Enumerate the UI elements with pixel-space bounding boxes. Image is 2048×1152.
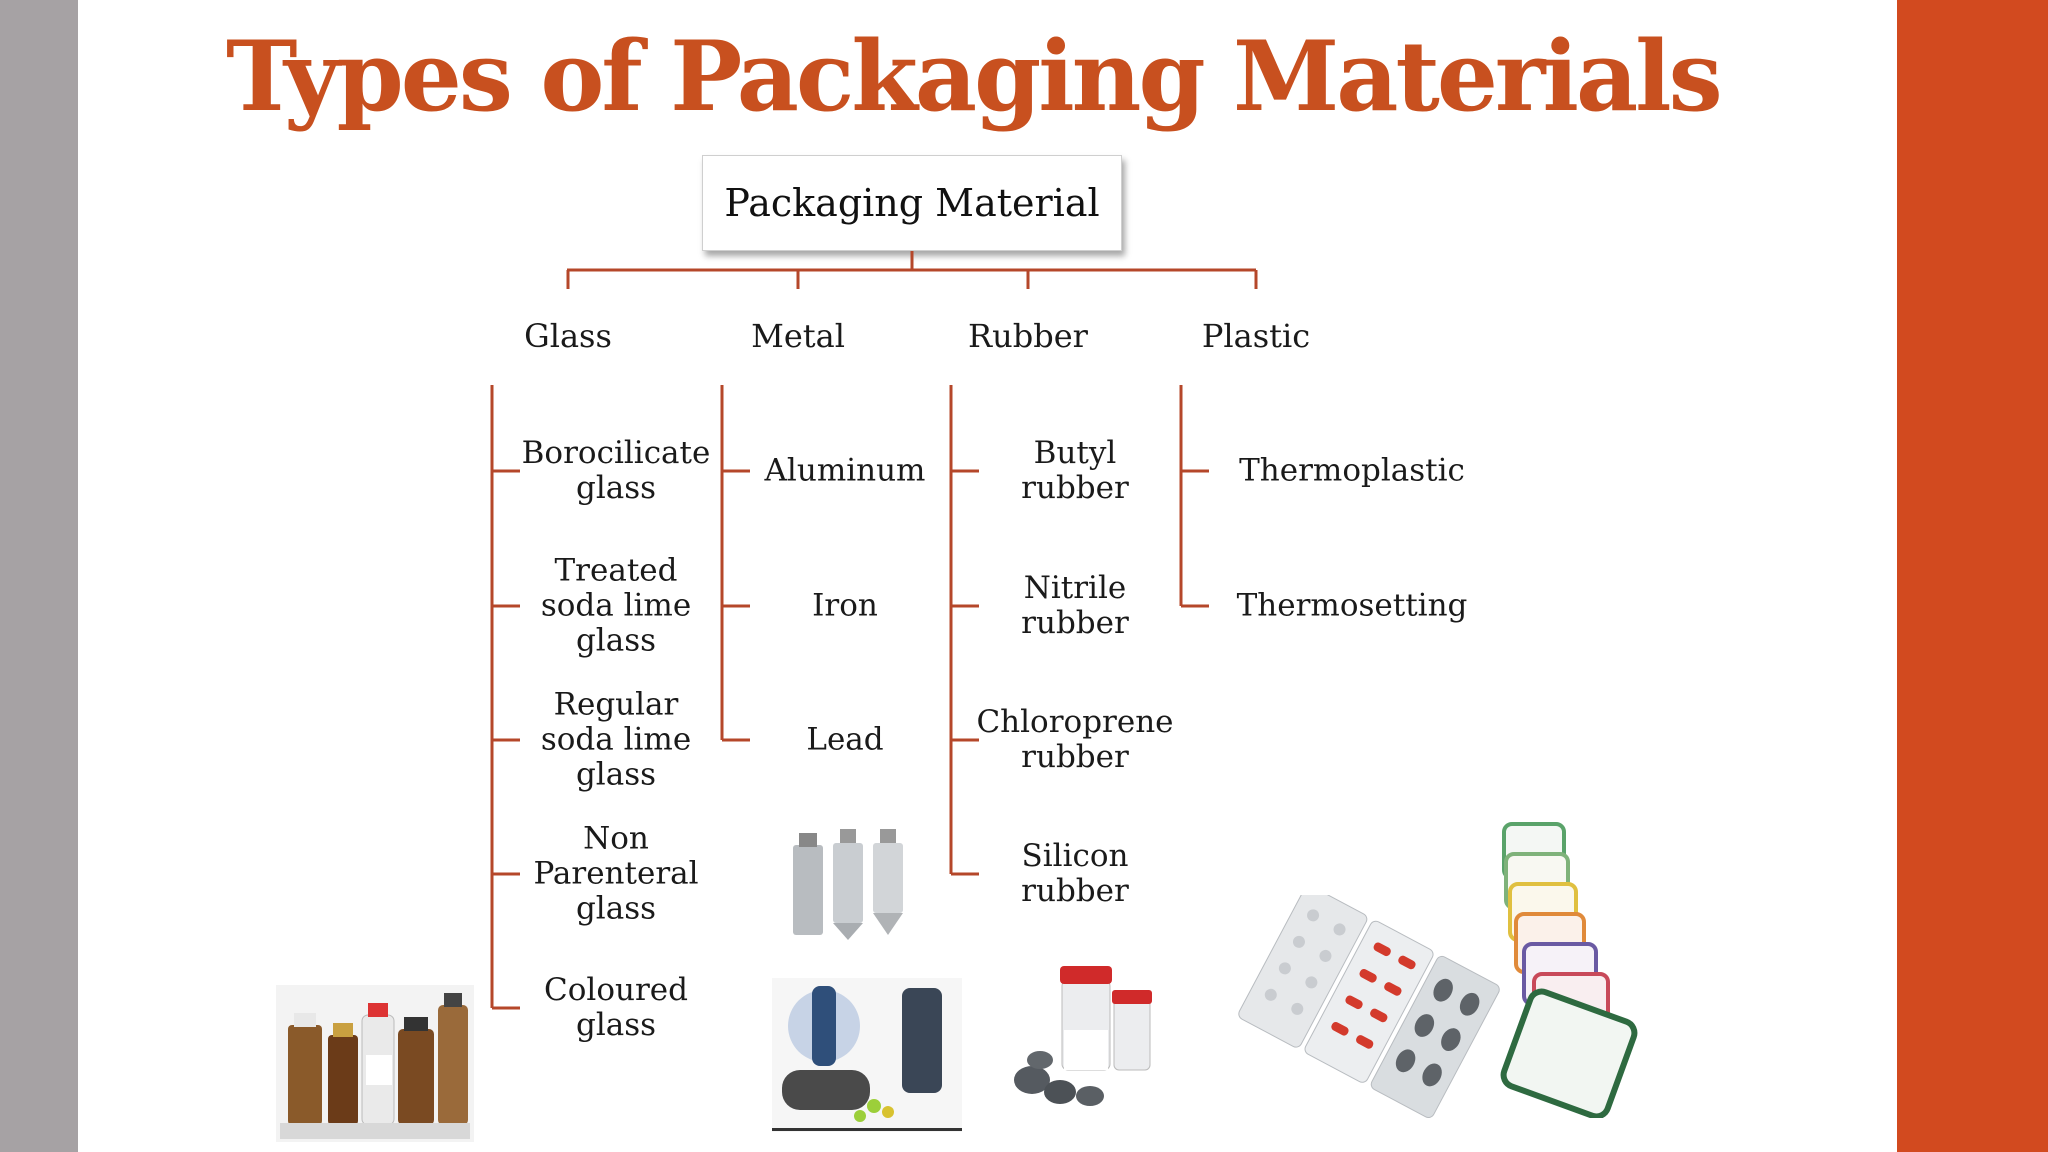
rubber-stoppers-vials-photo [1014, 966, 1152, 1106]
plastic-cases-photo [1500, 822, 1638, 1118]
item-nitrile-rubber: Nitrile rubber [1021, 570, 1129, 641]
item-butyl-rubber: Butyl rubber [1021, 435, 1129, 506]
item-treated-soda-lime-glass: Treated soda lime glass [540, 552, 692, 659]
glass-bottles-photo [276, 985, 474, 1142]
root-node-label: Packaging Material [724, 181, 1100, 225]
category-glass: Glass [524, 317, 612, 355]
item-borosilicate-glass: Borocilicate glass [521, 435, 711, 506]
item-iron: Iron [812, 587, 878, 624]
item-aluminum: Aluminum [764, 452, 926, 489]
blister-packs-photo [1238, 895, 1500, 1119]
item-silicon-rubber: Silicon rubber [1021, 838, 1129, 909]
metal-tubes-photo [793, 829, 903, 940]
metal-containers-photo [772, 978, 962, 1132]
category-plastic: Plastic [1201, 317, 1311, 355]
item-thermoplastic: Thermoplastic [1239, 452, 1465, 489]
category-metal: Metal [751, 317, 845, 355]
left-sidebar-bar [0, 0, 78, 1152]
item-lead: Lead [806, 721, 884, 758]
item-chloroprene-rubber: Chloroprene rubber [976, 704, 1174, 775]
item-thermosetting: Thermosetting [1236, 587, 1468, 624]
root-node: Packaging Material [702, 155, 1122, 251]
item-non-parenteral-glass: Non Parenteral glass [533, 820, 699, 927]
item-regular-soda-lime-glass: Regular soda lime glass [540, 686, 692, 793]
category-rubber: Rubber [968, 317, 1088, 355]
page-title: Types of Packaging Materials [226, 20, 1723, 133]
right-sidebar-bar [1897, 0, 2048, 1152]
item-coloured-glass: Coloured glass [544, 972, 688, 1043]
